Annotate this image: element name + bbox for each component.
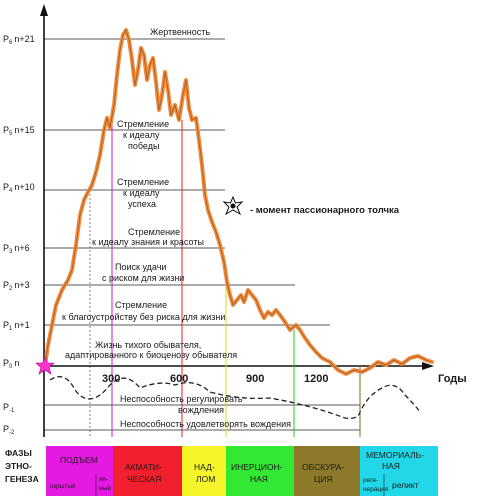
x-tick-label: 300 (102, 373, 120, 385)
note-comfort-2: к благоустройству без риска для жизни (62, 312, 225, 322)
phases-label-line2: ЭТНО- (5, 461, 32, 471)
x-ticks: 300 600 900 1200 Годы (102, 373, 467, 385)
x-axis-arrow (422, 362, 434, 370)
level-label: P-2 (3, 424, 15, 436)
note-victory-2: к идеалу (123, 130, 160, 140)
level-lines (44, 38, 360, 431)
phase-memorial-sub-regen-1: реге- (363, 477, 378, 484)
passionarity-curve (43, 28, 434, 376)
level-notes: Жертвенность Стремление к идеалу победы … (62, 27, 291, 429)
note-sacrifice: Жертвенность (150, 27, 210, 37)
x-axis-label: Годы (438, 373, 467, 385)
note-knowledge-1: Стремление (128, 227, 180, 237)
note-success-2: к идеалу (123, 188, 160, 198)
note-victory-1: Стремление (117, 119, 169, 129)
curve-trace (44, 29, 433, 375)
note-knowledge-2: к идеалу знания и красоты (92, 237, 204, 247)
legend-text: - момент пассионарного толчка (250, 205, 400, 216)
phase-cell-inertial (226, 446, 294, 496)
note-victory-3: победы (128, 141, 159, 151)
phases-label-line3: ГЕНЕЗА (5, 474, 39, 484)
x-tick-label: 600 (170, 373, 188, 385)
phase-memorial-sub-regen-2: нерация (363, 486, 389, 493)
x-tick-label: 1200 (304, 373, 328, 385)
phases-label: ФАЗЫ ЭТНО- ГЕНЕЗА (5, 448, 39, 484)
legend-star-icon (222, 195, 244, 216)
phase-acmatic-line1: АКМАТИ- (125, 462, 162, 472)
note-philistine-1: Жизнь тихого обывателя, (95, 340, 201, 350)
phase-cell-obscuration (294, 446, 360, 496)
phase-memorial-sub-relic: реликт (392, 480, 419, 490)
phase-cell-rise (46, 446, 113, 496)
phase-rise-sub-open-1: яв- (99, 476, 108, 483)
phase-break-line2: ЛОМ (196, 474, 215, 484)
phase-cell-memorial (360, 446, 438, 496)
phase-rise-sub-open-2: ный (99, 484, 111, 492)
legend: - момент пассионарного толчка (222, 195, 400, 216)
phase-acmatic-line2: ЧЕСКАЯ (127, 474, 161, 484)
level-label: P-1 (3, 402, 15, 414)
phases-label-line1: ФАЗЫ (5, 448, 32, 458)
note-success-3: успеха (128, 199, 156, 209)
note-philistine-2: адаптированного к биоценозу обывателя (65, 350, 237, 360)
phase-inertial-line1: ИНЕРЦИОН- (231, 462, 283, 472)
passion-push-star (35, 356, 55, 375)
note-success-1: Стремление (117, 177, 169, 187)
phase-memorial-line1: МЕМОРИАЛЬ- (366, 450, 424, 460)
note-satisfy: Неспособность удовлетворять вождения (120, 419, 291, 429)
phase-obscuration-line2: ЦИЯ (314, 474, 333, 484)
phase-memorial-line2: НАЯ (382, 461, 400, 471)
phase-cell-break (182, 446, 226, 496)
phase-inertial-line2: НАЯ (250, 474, 268, 484)
note-luck-1: Поиск удачи (115, 262, 166, 272)
note-comfort-1: Стремление (115, 300, 167, 310)
phase-rise-label: ПОДЪЕМ (60, 455, 98, 465)
note-regulate-2: вождления (178, 405, 224, 415)
y-axis-arrow (40, 4, 48, 16)
phase-obscuration-line1: ОБСКУРА- (302, 462, 344, 472)
x-tick-label: 900 (246, 373, 264, 385)
note-luck-2: с риском для жизни (102, 273, 184, 283)
note-regulate-1: Неспособность регулировать (120, 394, 243, 404)
phase-rise-sub-hidden: скрытый (50, 482, 76, 490)
phase-lines (111, 120, 361, 437)
phase-bar: ФАЗЫ ЭТНО- ГЕНЕЗА ПОДЪЕМ скрытый яв- ный… (0, 438, 480, 503)
lower-dashed-curve (49, 376, 421, 420)
phase-cell-acmatic (113, 446, 182, 496)
star-icon (35, 356, 55, 375)
phase-break-line1: НАД- (194, 462, 215, 472)
